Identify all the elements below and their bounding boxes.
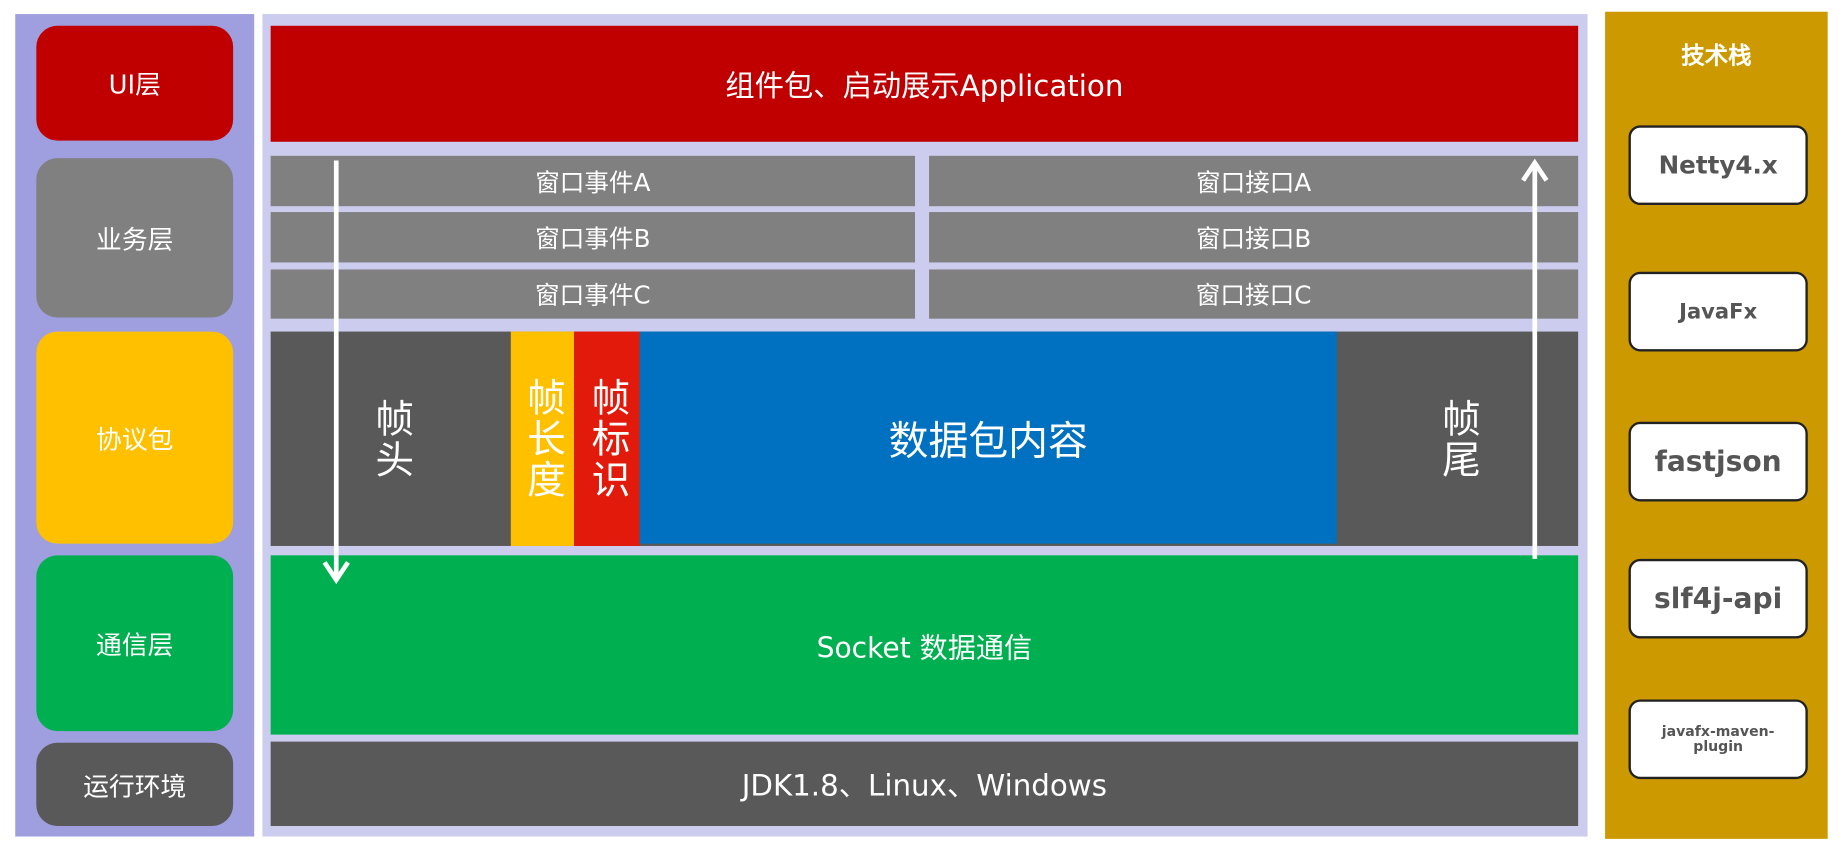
event-label: 窗口事件B bbox=[535, 224, 651, 253]
layer-protocol-label: 协议包 bbox=[96, 425, 174, 456]
socket-bar: Socket 数据通信 bbox=[270, 555, 1579, 735]
interface-label: 窗口接口C bbox=[1195, 281, 1312, 310]
event-row: 窗口事件C bbox=[270, 269, 916, 319]
tech-item-label: slf4j-api bbox=[1654, 582, 1783, 616]
layer-communication-label: 通信层 bbox=[96, 631, 174, 661]
frame-content: 数据包内容 bbox=[639, 331, 1337, 544]
frame-content-label: 数据包内容 bbox=[888, 418, 1088, 466]
interface-label: 窗口接口A bbox=[1195, 168, 1312, 197]
tech-item-netty: Netty4.x bbox=[1628, 125, 1808, 206]
runtime-label: JDK1.8、Linux、Windows bbox=[741, 768, 1107, 803]
interface-row: 窗口接口B bbox=[929, 212, 1579, 263]
frame-tail: 帧尾 bbox=[1337, 332, 1578, 546]
tech-item-javafx-maven-plugin: javafx-maven-plugin bbox=[1628, 699, 1808, 780]
flow-arrows bbox=[322, 158, 1549, 585]
down-arrow-icon bbox=[322, 160, 350, 585]
tech-item-label: javafx-maven-plugin bbox=[1661, 722, 1775, 755]
frame-tail-label: 帧尾 bbox=[1435, 397, 1482, 480]
frame-head-label: 帧头 bbox=[368, 397, 415, 480]
tech-item-label: fastjson bbox=[1654, 445, 1782, 479]
layer-ui-label: UI层 bbox=[108, 71, 161, 101]
ui-bar: 组件包、启动展示Application bbox=[270, 25, 1579, 142]
tech-item-label: Netty4.x bbox=[1658, 151, 1778, 180]
layer-protocol: 协议包 bbox=[36, 331, 234, 544]
frame-row: 帧头 帧长度 帧标识 数据包内容 帧尾 bbox=[270, 331, 1579, 546]
socket-label: Socket 数据通信 bbox=[816, 631, 1033, 665]
frame-flag-label: 帧标识 bbox=[585, 377, 631, 501]
layer-business: 业务层 bbox=[36, 158, 234, 318]
tech-item-label: JavaFx bbox=[1679, 299, 1758, 324]
event-row: 窗口事件B bbox=[270, 212, 916, 263]
tech-stack-title: 技术栈 bbox=[1681, 40, 1752, 69]
ui-bar-label: 组件包、启动展示Application bbox=[725, 68, 1124, 103]
frame-length: 帧长度 bbox=[510, 331, 575, 546]
interface-row: 窗口接口C bbox=[929, 269, 1579, 319]
tech-item-fastjson: fastjson bbox=[1628, 421, 1808, 502]
layer-business-label: 业务层 bbox=[96, 226, 174, 256]
frame-head: 帧头 bbox=[271, 332, 511, 546]
event-label: 窗口事件A bbox=[535, 168, 651, 197]
tech-item-slf4j: slf4j-api bbox=[1628, 558, 1808, 639]
runtime-bar: JDK1.8、Linux、Windows bbox=[270, 741, 1579, 826]
up-arrow-icon bbox=[1521, 158, 1549, 559]
tech-item-javafx: JavaFx bbox=[1628, 271, 1808, 352]
main-panel: 组件包、启动展示Application 窗口事件A 窗口事件B 窗口事件C 窗口… bbox=[262, 14, 1588, 837]
event-label: 窗口事件C bbox=[535, 281, 651, 310]
tech-stack-panel: 技术栈 Netty4.x JavaFx fastjson slf4j-api j… bbox=[1605, 11, 1828, 839]
layer-runtime: 运行环境 bbox=[36, 742, 234, 826]
layer-ui: UI层 bbox=[36, 25, 234, 141]
interface-row: 窗口接口A bbox=[929, 155, 1579, 207]
layer-panel: UI层 业务层 协议包 通信层 运行环境 bbox=[15, 14, 255, 837]
layer-communication: 通信层 bbox=[36, 555, 234, 732]
interface-label: 窗口接口B bbox=[1195, 224, 1312, 253]
frame-flag: 帧标识 bbox=[574, 331, 640, 546]
layer-runtime-label: 运行环境 bbox=[83, 772, 187, 802]
frame-length-label: 帧长度 bbox=[520, 377, 567, 501]
event-row: 窗口事件A bbox=[270, 155, 916, 207]
